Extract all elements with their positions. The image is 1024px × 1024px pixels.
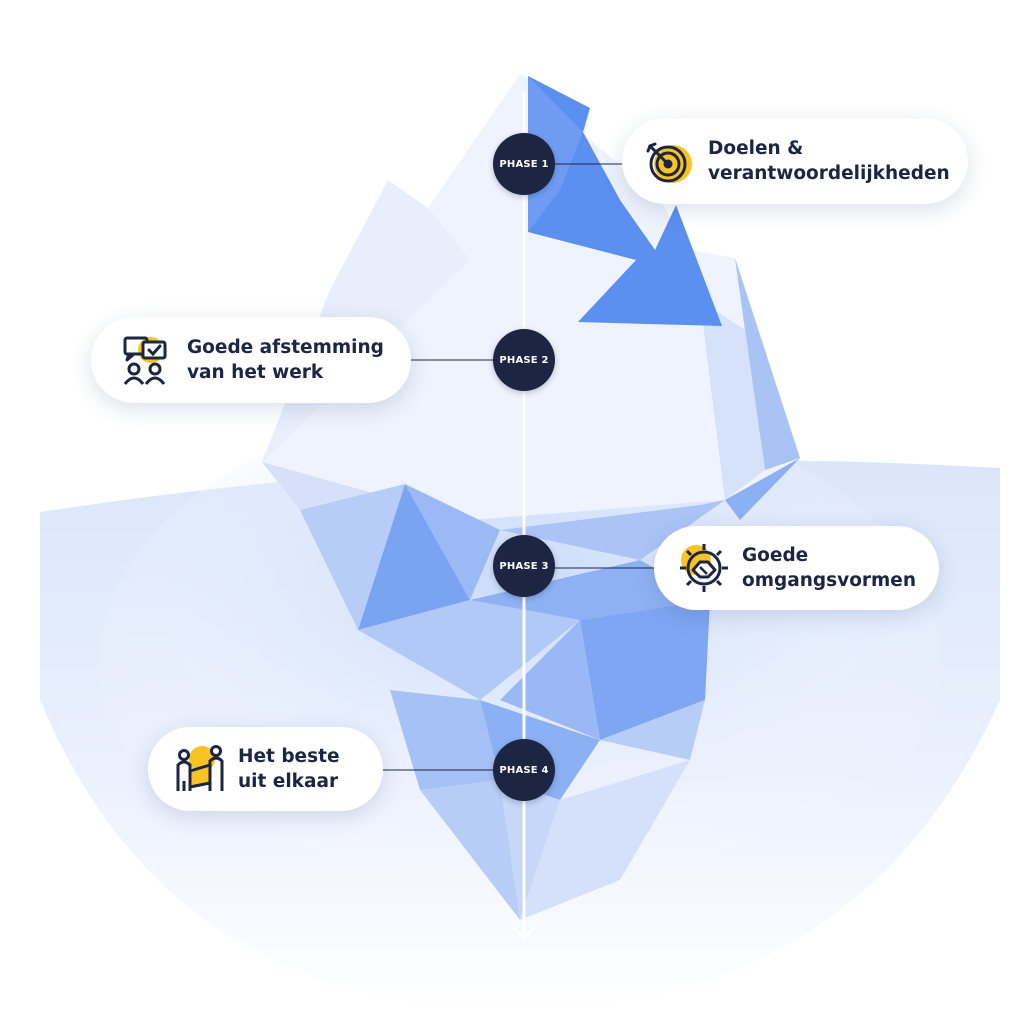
phase-1-title: Doelen & verantwoordelijkheden	[708, 138, 950, 184]
phase-4-card: Het beste uit elkaar	[148, 727, 383, 811]
phase-4-marker: PHASE 4	[493, 739, 555, 801]
handshake-icon	[676, 540, 732, 596]
target-icon	[640, 133, 696, 189]
phase-1-marker: PHASE 1	[493, 133, 555, 195]
team-meeting-icon	[117, 332, 173, 388]
phase-2-title: Goede afstemming van het werk	[187, 337, 384, 383]
phase-3-card: Goede omgangsvormen	[654, 526, 939, 610]
phase-1-card: Doelen & verantwoordelijkheden	[622, 118, 968, 204]
phase-3-title: Goede omgangsvormen	[742, 545, 917, 591]
timeline-arrowhead	[510, 924, 538, 941]
phase-4-title: Het beste uit elkaar	[238, 746, 340, 792]
phase-3-marker: PHASE 3	[493, 535, 555, 597]
iceberg-top	[262, 74, 800, 520]
phase-2-marker: PHASE 2	[493, 329, 555, 391]
phase-2-card: Goede afstemming van het werk	[91, 317, 411, 403]
teamwork-icon	[172, 741, 228, 797]
